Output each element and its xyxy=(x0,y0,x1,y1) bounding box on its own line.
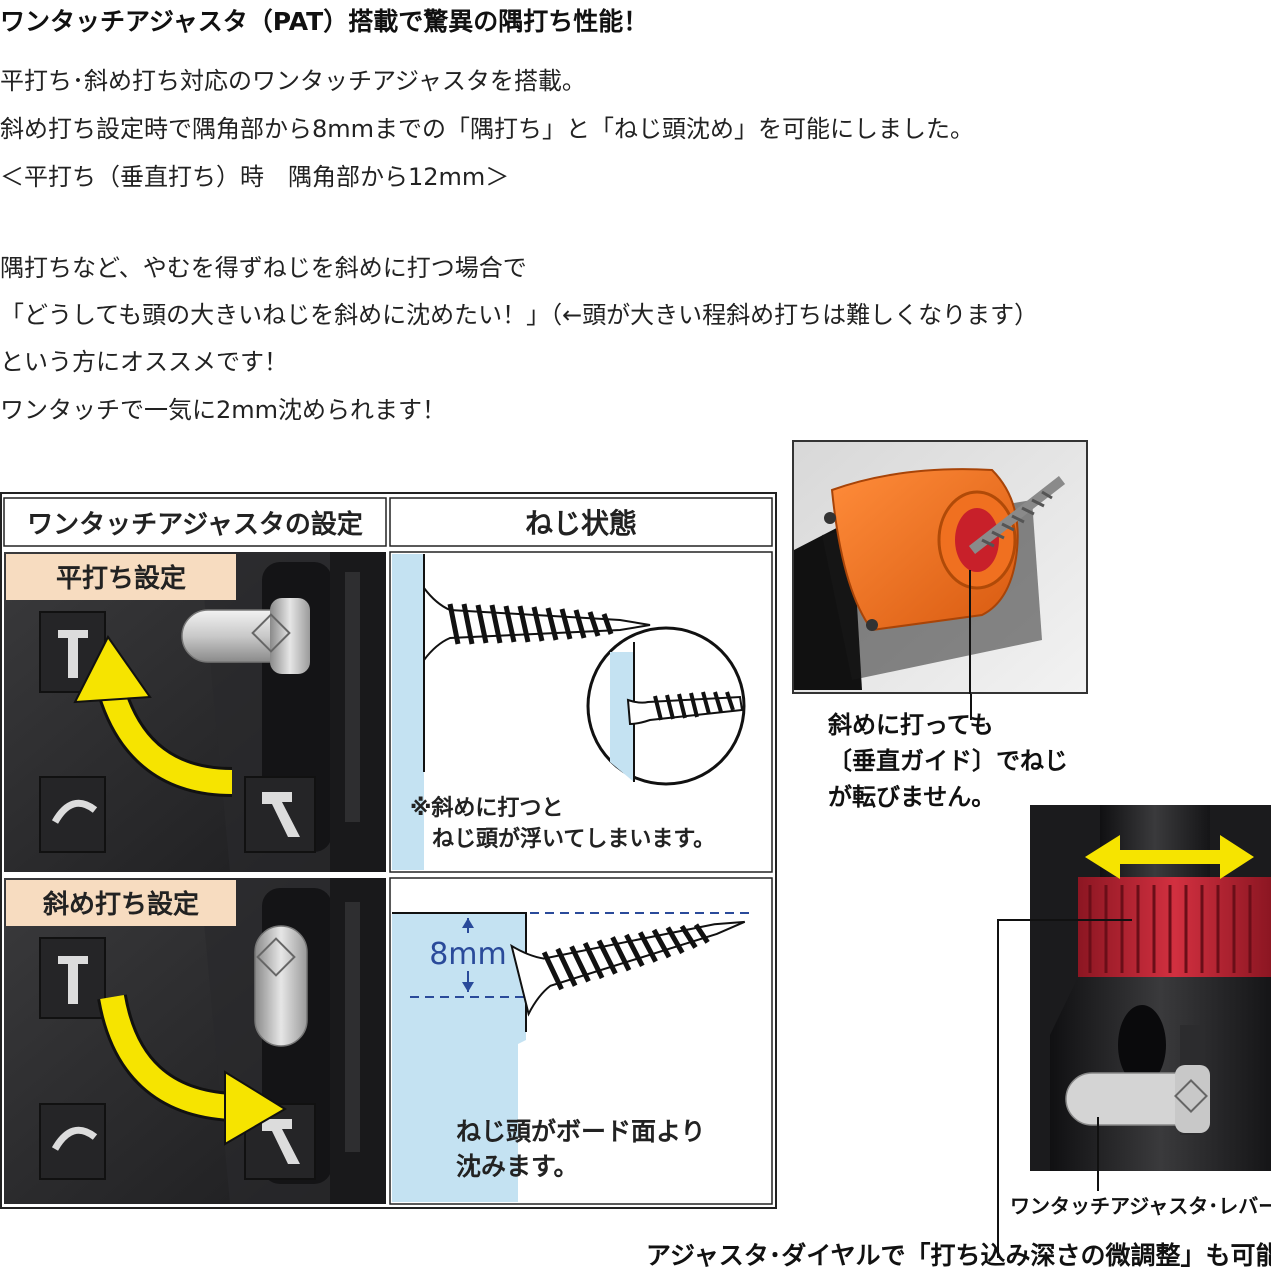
board-surface xyxy=(392,554,424,870)
page-heading: ワンタッチアジャスタ（PAT）搭載で驚異の隅打ち性能！ xyxy=(0,7,649,36)
screw-icon xyxy=(510,920,746,1017)
text-line-5: 「どうしても頭の大きいねじを斜めに沈めたい！」（←頭が大きい程斜め打ちは難しくな… xyxy=(0,301,1039,329)
text-line-7: ワンタッチで一気に2mm沈められます！ xyxy=(0,396,447,424)
note-float-2: ねじ頭が浮いてしまいます。 xyxy=(432,826,715,852)
header-setting: ワンタッチアジャスタの設定 xyxy=(27,509,363,540)
depth-dimension: 8mm xyxy=(429,937,507,972)
label-angled-setting: 斜め打ち設定 xyxy=(42,889,199,920)
rotate-up-arrow xyxy=(100,688,233,794)
guide-caption-line-1: 斜めに打っても xyxy=(828,711,994,739)
text-line-4: 隅打ちなど、やむを得ずねじを斜めに打つ場合で xyxy=(0,254,527,282)
text-line-1: 平打ち･斜め打ち対応のワンタッチアジャスタを搭載。 xyxy=(0,67,586,95)
guide-pointer-line xyxy=(970,694,972,720)
adjuster-dial xyxy=(1078,877,1271,977)
guide-caption-line-3: が転びません。 xyxy=(828,783,996,811)
note-float-1: ※斜めに打つと xyxy=(410,795,563,821)
adjuster-dial-photo xyxy=(1030,805,1271,1171)
label-flat-setting: 平打ち設定 xyxy=(56,563,186,594)
guide-caption-line-2: 〔垂直ガイド〕でねじ xyxy=(828,747,1068,775)
row-flat-setting: 平打ち設定 ※斜めに打つと ねじ頭が浮いてしまいます。 xyxy=(4,551,773,873)
dial-caption: アジャスタ･ダイヤルで「打ち込み深さの微調整」も可能 xyxy=(646,1241,1271,1270)
rotate-down-arrow xyxy=(100,994,233,1119)
text-line-6: という方にオススメです！ xyxy=(0,348,288,376)
dial-pointer-line xyxy=(997,919,1132,1258)
vertical-guide-photo xyxy=(792,440,1088,694)
text-line-3: ＜平打ち（垂直打ち）時 隅角部から12mm＞ xyxy=(0,163,510,191)
lever-caption: ワンタッチアジャスタ･レバー xyxy=(1010,1194,1271,1218)
text-line-2: 斜め打ち設定時で隅角部から8mmまでの「隅打ち」と「ねじ頭沈め」を可能にしました… xyxy=(0,115,975,143)
board-surface-corner xyxy=(392,913,526,1202)
lever-pointer-line xyxy=(1097,1171,1099,1191)
note-sink-1: ねじ頭がボード面より xyxy=(456,1117,706,1146)
adjuster-comparison-table: ワンタッチアジャスタの設定 ねじ状態 平打ち設定 xyxy=(0,492,777,1209)
note-sink-2: 沈みます。 xyxy=(456,1152,579,1181)
row-angled-setting: 斜め打ち設定 8mm ねじ頭がボード面より 沈みます。 xyxy=(4,877,773,1205)
header-screw-state: ねじ状態 xyxy=(525,507,637,540)
guide-caption: 斜めに打っても 〔垂直ガイド〕でねじ が転びません。 xyxy=(828,707,1068,815)
